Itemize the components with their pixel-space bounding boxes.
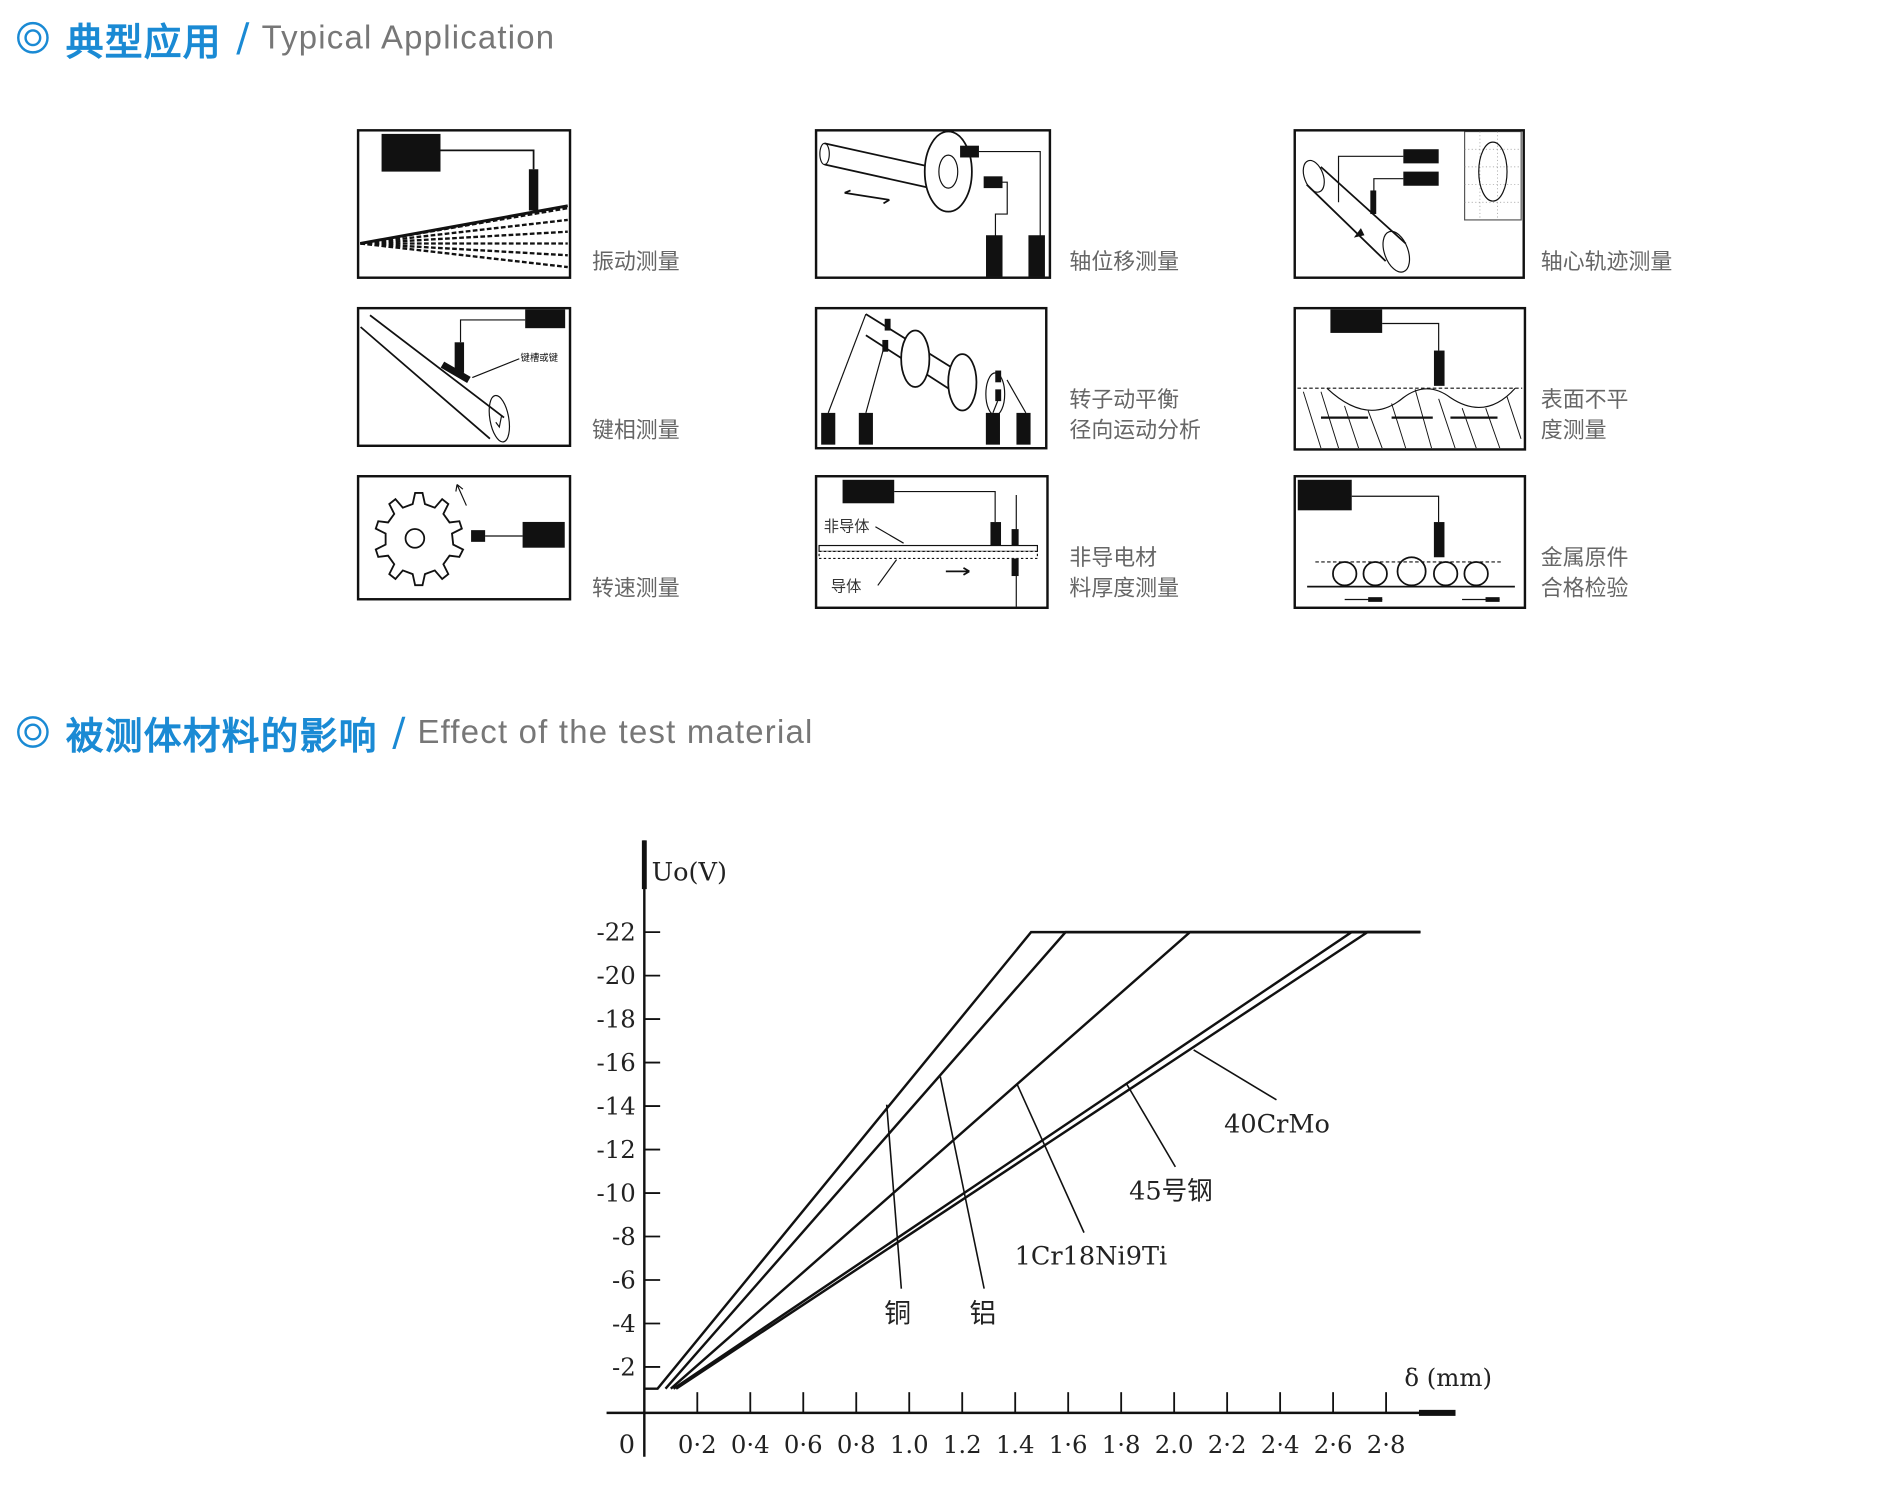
series-label-aluminum: 铝 [970, 1299, 997, 1330]
leader-lines [885, 1049, 1277, 1289]
y-tick-label: -6 [612, 1266, 636, 1295]
speed-gear-diagram [356, 475, 572, 601]
leader-line [885, 1104, 903, 1289]
non-conductor-annotation: 非导体 [824, 517, 870, 535]
y-tick-label: -18 [597, 1005, 636, 1034]
series-line [672, 930, 1421, 1390]
leader-line [1125, 1083, 1177, 1168]
x-axis-label: δ (mm) [1404, 1363, 1492, 1392]
y-tick-label: -22 [597, 918, 636, 947]
series-line [644, 930, 1421, 1390]
x-tick-label: 2·4 [1261, 1430, 1300, 1459]
surface-flatness-diagram [1293, 306, 1527, 451]
x-tick-label: 0·2 [678, 1430, 717, 1459]
series-label-45-steel: 45号钢 [1129, 1177, 1213, 1207]
origin-label: 0 [619, 1430, 635, 1460]
application-label: 振动测量 [591, 249, 680, 276]
application-label: 轴位移测量 [1069, 249, 1180, 276]
series-label-40crmo: 40CrMo [1224, 1110, 1330, 1140]
x-tick-label: 1.4 [996, 1430, 1035, 1459]
double-circle-icon [17, 21, 49, 54]
y-tick-label: -16 [597, 1048, 636, 1077]
shaft-orbit-diagram [1293, 129, 1525, 279]
x-tick-label: 1.0 [890, 1430, 929, 1459]
x-tick-label: 1·6 [1049, 1430, 1088, 1459]
series-line [670, 930, 1421, 1390]
section-title-zh: 典型应用 [65, 20, 222, 64]
series-label-1cr18ni9ti: 1Cr18Ni9Ti [1015, 1241, 1168, 1271]
application-label: 转速测量 [591, 576, 680, 602]
application-label: 表面不平 度测量 [1540, 387, 1629, 444]
leader-line [1193, 1049, 1277, 1101]
x-tick-label: 2·6 [1314, 1430, 1353, 1459]
y-tick-label: -20 [597, 961, 636, 990]
section-title-material-effect: 被测体材料的影响 / Effect of the test material [17, 708, 814, 759]
y-axis-label: Uo(V) [652, 858, 727, 888]
y-tick-label: -4 [612, 1309, 636, 1338]
application-label: 键相测量 [591, 417, 680, 444]
y-tick-label: -12 [597, 1135, 636, 1164]
thickness-diagram: 非导体导体 [814, 475, 1049, 609]
part-inspection-diagram [1293, 475, 1527, 609]
application-label: 金属原件 合格检验 [1540, 545, 1629, 602]
rotor-balance-diagram [814, 306, 1048, 450]
y-tick-label: -14 [597, 1092, 636, 1121]
title-separator: / [392, 708, 406, 756]
y-tick-label: -2 [612, 1352, 636, 1381]
title-separator: / [236, 14, 250, 61]
y-tick-label: -8 [612, 1222, 636, 1251]
section-title-zh: 被测体材料的影响 [65, 714, 378, 759]
x-tick-label: 1·8 [1102, 1430, 1141, 1459]
section-title-en: Typical Application [261, 18, 556, 56]
application-label: 轴心轨迹测量 [1540, 249, 1673, 276]
x-tick-label: 1.2 [943, 1430, 982, 1459]
section-title-en: Effect of the test material [417, 713, 814, 750]
keyphasor-diagram: 键槽或键 [356, 306, 572, 448]
double-circle-icon [17, 716, 49, 748]
axial-displacement-diagram [814, 129, 1052, 279]
leader-line [1016, 1083, 1085, 1233]
x-tick-label: 0·8 [837, 1430, 876, 1459]
keyway-annotation: 键槽或键 [520, 352, 558, 364]
x-tick-label: 2·8 [1367, 1430, 1406, 1459]
series-label-copper: 铜 [884, 1299, 911, 1330]
series-line [675, 930, 1421, 1390]
x-tick-label: 0·4 [731, 1430, 770, 1459]
section-title-typical-application: 典型应用 / Typical Application [17, 13, 556, 64]
application-label: 非导电材 料厚度测量 [1069, 545, 1180, 602]
conductor-annotation: 导体 [831, 577, 862, 595]
x-tick-label: 2.0 [1155, 1430, 1194, 1459]
x-tick-label: 2·2 [1208, 1430, 1247, 1459]
y-tick-label: -10 [597, 1179, 636, 1208]
application-label: 转子动平衡 径向运动分析 [1069, 387, 1201, 444]
leader-line [939, 1076, 985, 1289]
x-tick-label: 0·6 [784, 1430, 823, 1459]
vibration-diagram [356, 129, 572, 279]
